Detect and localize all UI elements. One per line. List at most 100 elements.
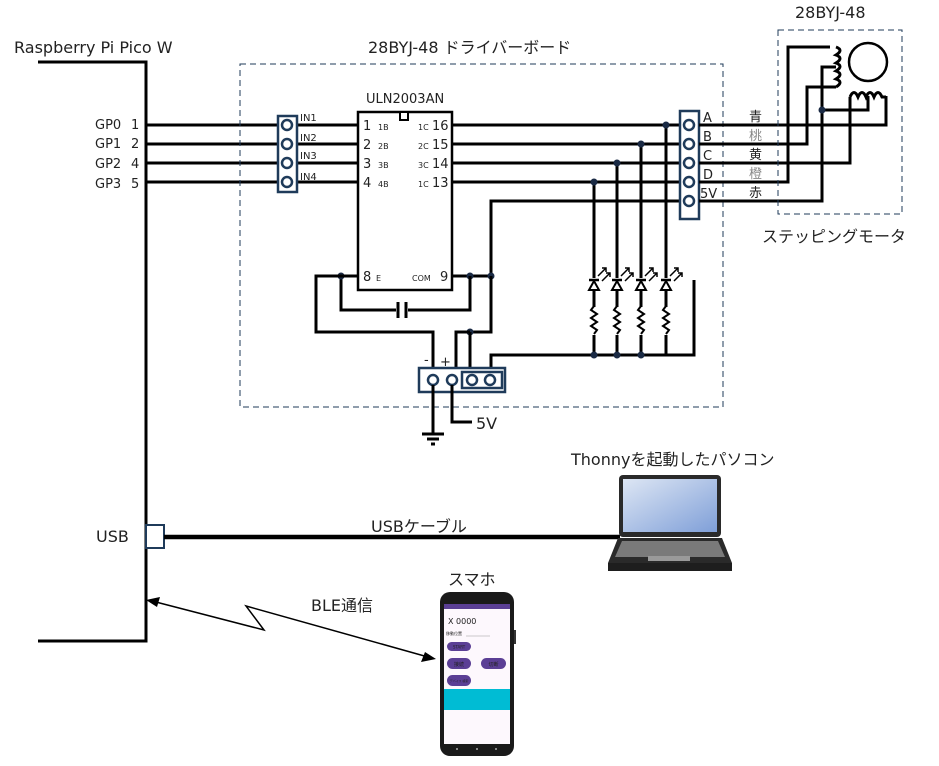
driver-board-title: 28BYJ-48 ドライバーボード xyxy=(368,38,571,57)
output-label: 5V xyxy=(700,187,717,202)
phone-caption: スマホ xyxy=(448,570,496,589)
usb-cable-label: USBケーブル xyxy=(371,517,467,536)
led-icon xyxy=(610,267,634,291)
svg-text:4B: 4B xyxy=(378,180,389,189)
motor-rotor-icon xyxy=(847,41,889,83)
svg-text:2C: 2C xyxy=(418,142,429,151)
svg-text:1C: 1C xyxy=(418,180,429,189)
motor-coil-icon xyxy=(832,45,842,89)
svg-text:9: 9 xyxy=(440,270,448,285)
svg-text:1C: 1C xyxy=(418,123,429,132)
svg-text:COM: COM xyxy=(412,274,431,283)
minus-label: - xyxy=(424,353,429,368)
motor-coil-icon xyxy=(848,91,886,101)
resistor-icon xyxy=(612,305,622,335)
laptop-icon xyxy=(608,475,732,571)
phone-start-button[interactable]: START xyxy=(447,642,471,651)
phone-status-panel xyxy=(444,689,510,710)
wire-color-label: 黄 xyxy=(749,148,762,163)
svg-text:14: 14 xyxy=(432,157,449,172)
signal-wires xyxy=(146,123,358,184)
led-icon xyxy=(634,267,658,291)
input-label: IN1 xyxy=(300,113,317,124)
input-label: IN3 xyxy=(300,151,317,162)
output-label: C xyxy=(703,149,712,164)
svg-text:13: 13 xyxy=(432,176,449,191)
led-icon xyxy=(659,267,683,291)
led-branches xyxy=(590,121,670,355)
ble-label: BLE通信 xyxy=(311,596,373,615)
ground-icon xyxy=(422,432,444,446)
power-pin xyxy=(445,373,459,387)
pico-pin-num: 2 xyxy=(131,137,139,152)
motor-caption: ステッピングモータ xyxy=(762,227,906,246)
input-pin xyxy=(280,137,294,151)
resistor-icons xyxy=(589,305,671,335)
ble-link xyxy=(146,597,436,662)
five-v-wire xyxy=(450,385,472,424)
pc-caption: Thonnyを起動したパソコン xyxy=(570,450,774,469)
pico-pin-num: 4 xyxy=(131,157,139,172)
motor-wires xyxy=(699,45,888,203)
wire-color-label: 青 xyxy=(749,110,762,125)
power-pin xyxy=(426,373,440,387)
svg-text:1: 1 xyxy=(363,119,371,134)
output-wires xyxy=(452,123,690,276)
pico-pin-name: GP0 xyxy=(95,118,121,133)
ic-bottom-pins: 8 E COM 9 xyxy=(363,270,448,285)
wire-color-label: 橙 xyxy=(749,167,762,182)
phone-connect-button[interactable]: 接続 xyxy=(447,658,471,669)
phone-device-search-button[interactable]: デバイス 検索 xyxy=(447,675,471,686)
ic-notch xyxy=(399,111,409,121)
motor-model: 28BYJ-48 xyxy=(795,3,866,22)
svg-text:16: 16 xyxy=(432,119,449,134)
pico-pin-name: GP2 xyxy=(95,157,121,172)
svg-text:デバイス 検索: デバイス 検索 xyxy=(450,678,469,683)
svg-text:2: 2 xyxy=(363,138,371,153)
input-pin xyxy=(280,156,294,170)
output-label: D xyxy=(703,168,713,183)
pico-pin-num: 1 xyxy=(131,118,139,133)
svg-text:15: 15 xyxy=(432,138,449,153)
usb-port xyxy=(145,524,165,549)
phone-position-label: X 0000 xyxy=(448,617,476,626)
ic-body xyxy=(356,110,454,292)
svg-text:切断: 切断 xyxy=(488,661,498,668)
resistor-icon xyxy=(636,305,646,335)
pico-pin-name: GP3 xyxy=(95,177,121,192)
power-wiring xyxy=(314,272,696,374)
wire-color-label: 桃 xyxy=(749,129,762,144)
resistor-icon xyxy=(589,305,599,335)
pico-pin-labels: GP0 1 GP1 2 GP2 4 GP3 5 xyxy=(95,118,139,192)
motor-outline xyxy=(777,29,903,215)
svg-text:3B: 3B xyxy=(378,161,389,170)
output-label: A xyxy=(703,111,712,126)
jumper-pin xyxy=(465,373,479,387)
input-pin xyxy=(280,175,294,189)
led-icons xyxy=(587,267,683,291)
svg-text:2B: 2B xyxy=(378,142,389,151)
svg-text:START: START xyxy=(453,645,466,650)
ic-name: ULN2003AN xyxy=(366,92,444,107)
input-label: IN2 xyxy=(300,133,317,144)
phone-move-label: 移動位置 xyxy=(446,630,462,636)
output-pins xyxy=(682,118,696,208)
pico-pin-num: 5 xyxy=(131,177,139,192)
phone-disconnect-button[interactable]: 切断 xyxy=(481,658,506,669)
phone-icon xyxy=(440,592,516,756)
input-pin xyxy=(280,118,294,132)
usb-port-label: USB xyxy=(96,527,129,546)
svg-text:3: 3 xyxy=(363,157,371,172)
svg-text:接続: 接続 xyxy=(454,661,464,668)
resistor-icon xyxy=(661,305,671,335)
jumper-pin xyxy=(483,373,497,387)
pico-board-outline xyxy=(38,60,148,643)
svg-text:4: 4 xyxy=(363,176,371,191)
driver-board-outline xyxy=(239,63,724,408)
input-label: IN4 xyxy=(300,172,317,183)
output-label: B xyxy=(703,130,712,145)
svg-text:E: E xyxy=(376,274,381,283)
